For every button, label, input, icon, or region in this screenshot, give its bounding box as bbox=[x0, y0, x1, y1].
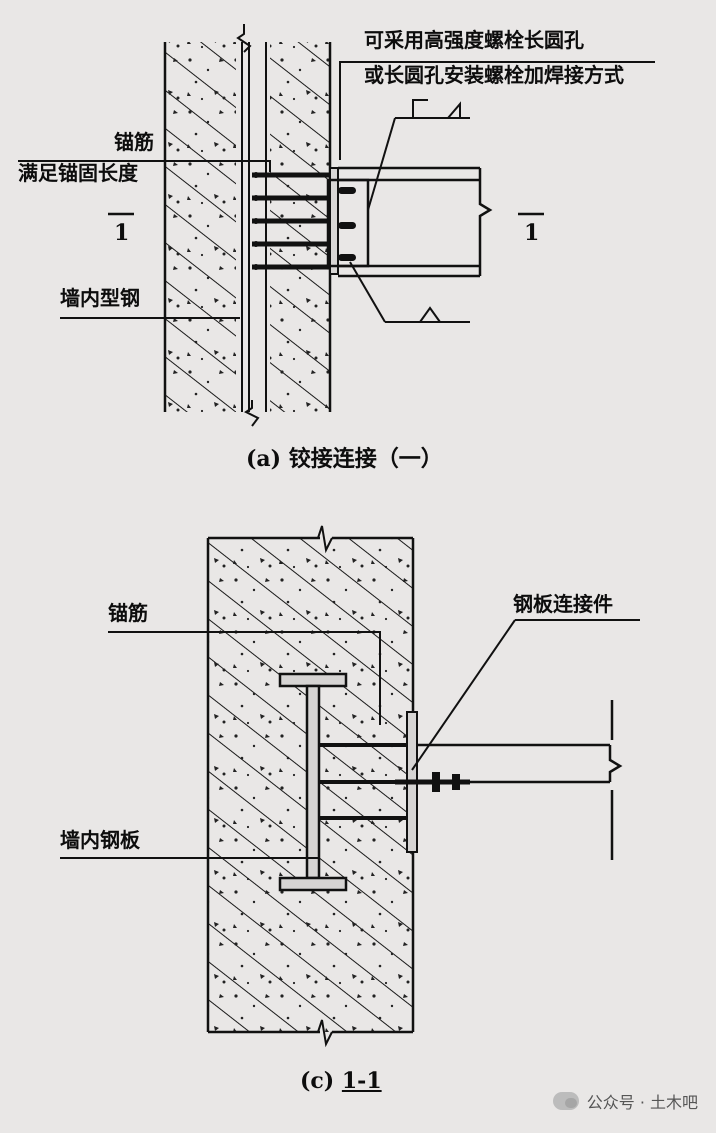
caption-a: (a) 铰接连接（一） bbox=[246, 446, 443, 472]
caption-c: (c) 1-1 bbox=[300, 1070, 382, 1092]
note-line-1: 可采用高强度螺栓长圆孔 bbox=[364, 28, 584, 52]
break-mark-bottom-a bbox=[244, 400, 260, 427]
note-line-2: 或长圆孔安装螺栓加焊接方式 bbox=[364, 63, 624, 87]
weld-symbol-bottom bbox=[349, 261, 470, 323]
section-mark-right: 1 bbox=[524, 220, 540, 246]
label-anchorage-length: 满足锚固长度 bbox=[18, 161, 138, 185]
label-steel-plate-connector: 钢板连接件 bbox=[513, 592, 613, 616]
figure-a bbox=[18, 24, 655, 427]
caption-c-prefix: (c) bbox=[300, 1068, 342, 1094]
anchor-bar-outline bbox=[108, 631, 381, 725]
connection-plate-a bbox=[329, 167, 339, 275]
break-mark-top-c bbox=[317, 525, 333, 554]
label-wall-steel-plate: 墙内钢板 bbox=[60, 828, 140, 852]
weld-symbol-top bbox=[367, 99, 470, 211]
steel-beam-a bbox=[326, 166, 493, 278]
watermark-text: 公众号 · 土木吧 bbox=[586, 1093, 698, 1112]
leader-lines-c bbox=[60, 619, 640, 859]
bolt-c bbox=[395, 772, 470, 792]
caption-c-section: 1-1 bbox=[341, 1068, 382, 1094]
slotted-bolts-a bbox=[338, 187, 356, 261]
figure-c bbox=[60, 525, 640, 1048]
watermark: 公众号 · 土木吧 bbox=[552, 1089, 698, 1113]
wechat-icon bbox=[552, 1092, 579, 1110]
anchor-bars-c bbox=[320, 743, 407, 820]
break-mark-top-a bbox=[236, 24, 252, 53]
leader-lines-a bbox=[18, 61, 655, 319]
label-anchor-bar-a: 锚筋 bbox=[114, 130, 154, 154]
break-mark-bottom-c bbox=[317, 1019, 333, 1048]
label-embedded-steel: 墙内型钢 bbox=[60, 286, 140, 310]
anchor-bars-a bbox=[252, 172, 330, 270]
section-mark-left: 1 bbox=[114, 220, 130, 246]
label-anchor-bar-c: 锚筋 bbox=[108, 601, 148, 625]
embedded-i-section bbox=[278, 672, 348, 892]
